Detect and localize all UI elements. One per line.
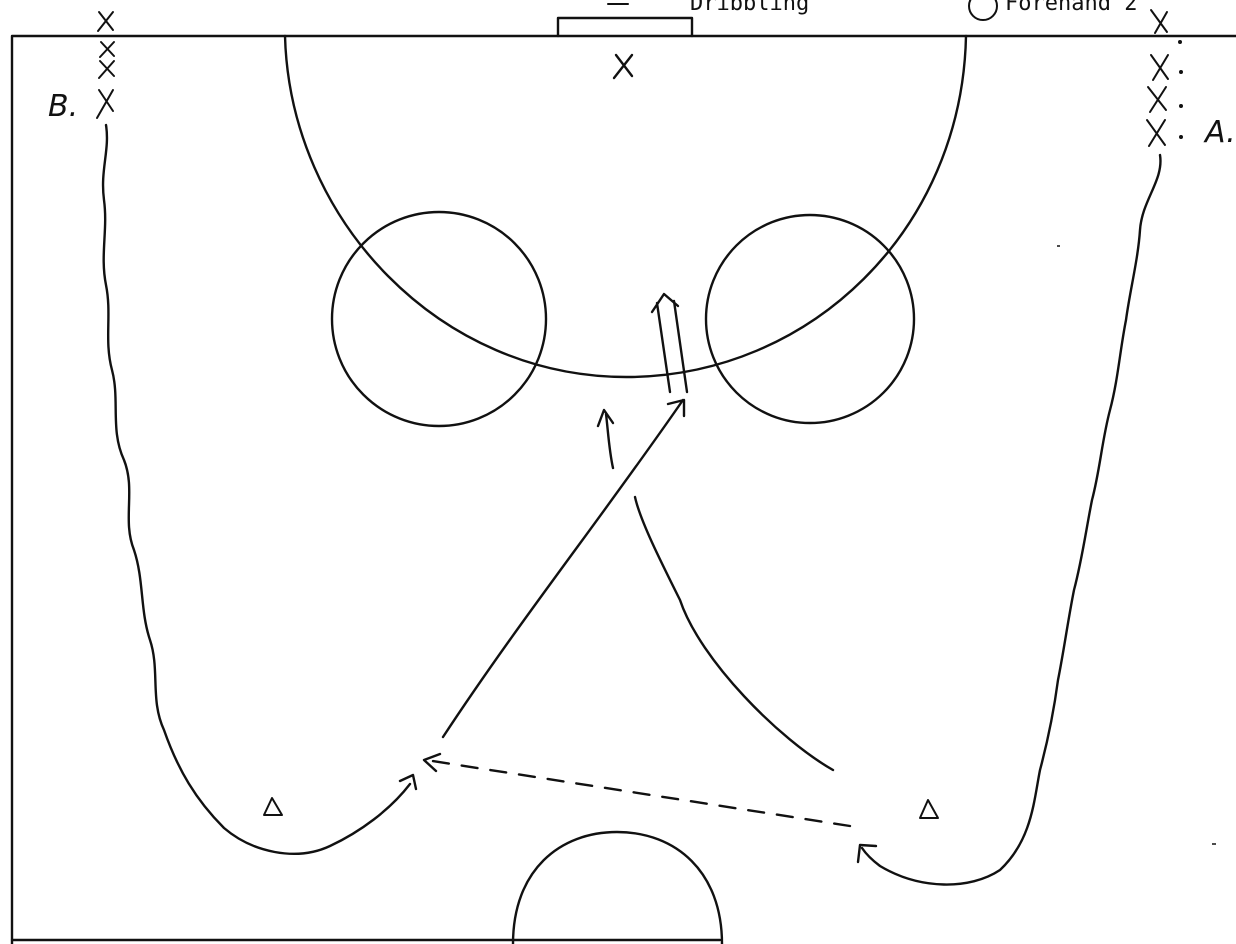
goalkeeper-x [612, 53, 634, 80]
right-cone [919, 799, 939, 819]
legend-dribbling-label: Dribbling [690, 0, 809, 16]
legend-circle-icon [968, 0, 998, 21]
support-run [633, 495, 835, 772]
right-dribble-arrowhead [856, 843, 878, 864]
pass-line-dashed [424, 758, 852, 828]
diagonal-run [441, 398, 685, 739]
right-group-label: A. [1203, 115, 1236, 150]
goal [556, 16, 694, 38]
right-group-players [1146, 9, 1183, 147]
shot-arrowhead [650, 292, 680, 314]
short-run-arrowhead [596, 408, 615, 428]
short-run [604, 412, 615, 470]
diagonal-run-arrowhead [666, 398, 686, 418]
left-circle [330, 210, 548, 428]
left-cone [263, 797, 283, 816]
left-group-players [96, 11, 115, 119]
left-group-label: B. [48, 89, 78, 124]
bottom-semicircle [511, 830, 724, 944]
pass-arrowhead [422, 752, 442, 773]
left-dribble-arrowhead [398, 773, 418, 791]
shooting-circle [283, 34, 968, 379]
right-dribble-path [860, 153, 1162, 886]
pitch-boundary [10, 34, 1236, 944]
left-dribble-path [101, 123, 412, 855]
shot-arrow [655, 299, 689, 394]
legend-right-label: Forehand 2 [1005, 0, 1137, 16]
right-circle [704, 213, 916, 425]
